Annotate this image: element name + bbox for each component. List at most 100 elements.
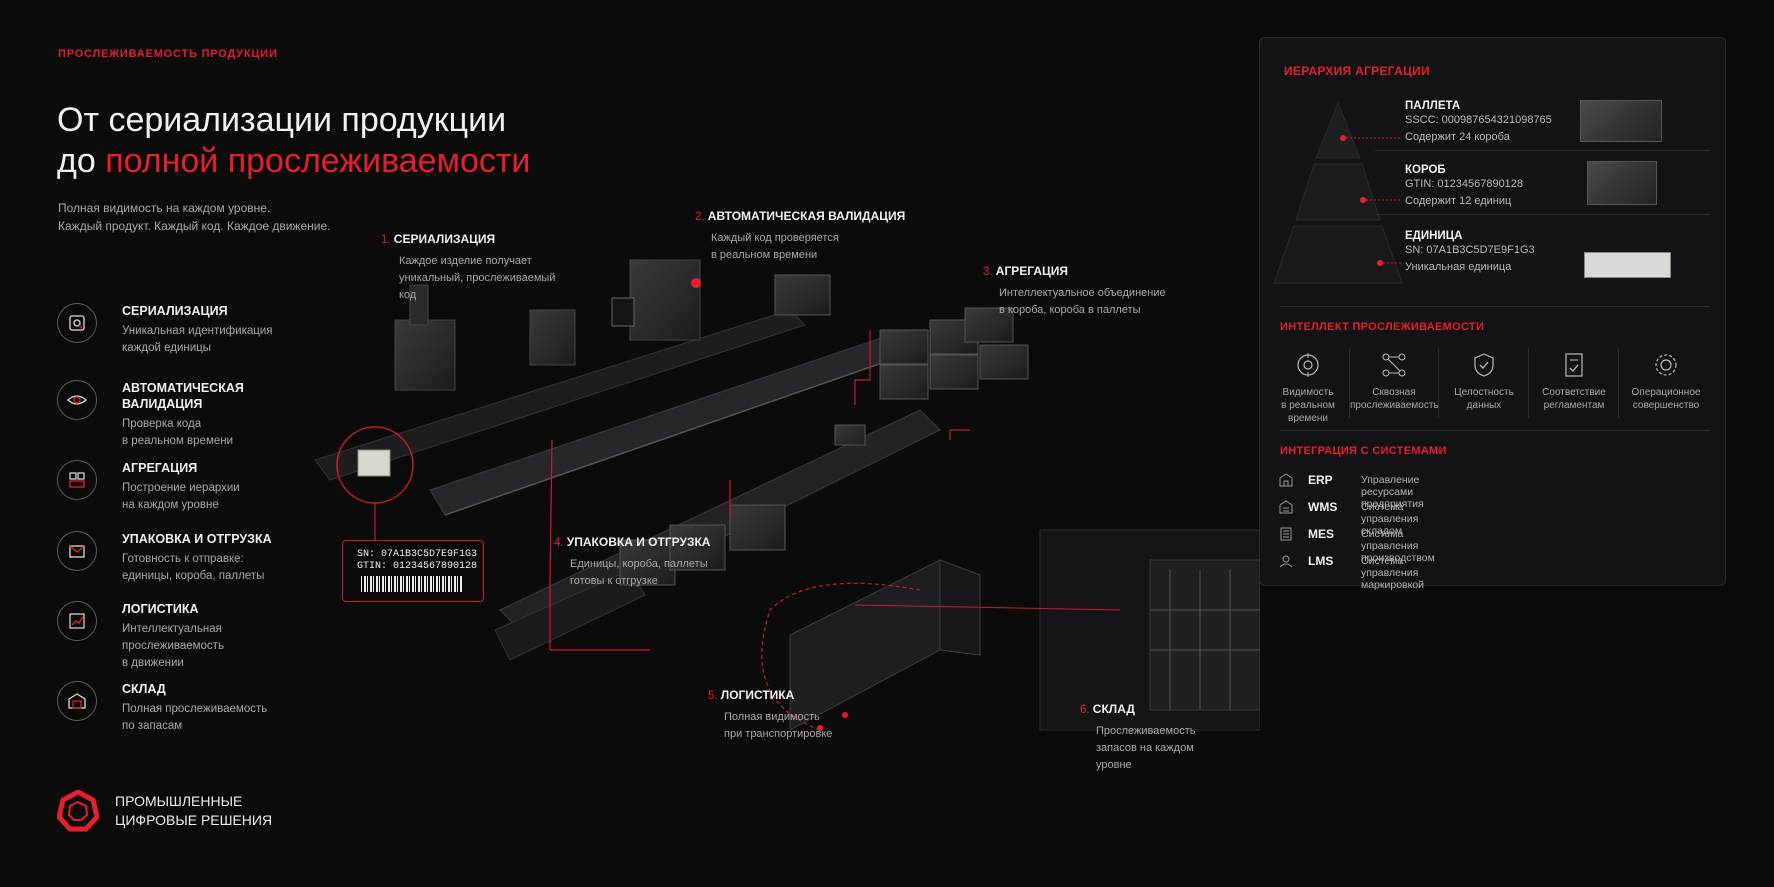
subtitle-line-2: Каждый продукт. Каждый код. Каждое движе… <box>58 219 331 233</box>
step-title: УПАКОВКА И ОТГРУЗКА <box>566 535 711 549</box>
intel-title: ИНТЕЛЛЕКТ ПРОСЛЕЖИВАЕМОСТИ <box>1280 321 1485 333</box>
level-code: SSCC: 000987654321098765 <box>1405 114 1552 126</box>
step-desc-2: готовы к отгрузке <box>570 575 658 587</box>
feature-desc-1: Готовность к отправке: <box>122 553 244 565</box>
level-note: Содержит 24 короба <box>1405 131 1510 143</box>
feature-title: АГРЕГАЦИЯ <box>122 461 198 475</box>
serialization-icon <box>57 303 97 343</box>
step-1: 1. СЕРИАЛИЗАЦИЯ Каждое изделие получает у… <box>381 232 555 304</box>
intel-label-1: Видимость <box>1282 387 1334 398</box>
step-number: 4. <box>554 537 564 549</box>
intel-label-1: Соответствие <box>1542 387 1606 398</box>
intel-label-2: прослеживаемость <box>1350 400 1439 411</box>
page-title: От сериализации продукции до полной прос… <box>57 100 530 182</box>
feature-desc-2: единицы, короба, паллеты <box>122 570 265 582</box>
system-desc: Система управления складом <box>1361 501 1419 537</box>
feature-logistics: ЛОГИСТИКА Интеллектуальная прослеживаемо… <box>57 601 317 681</box>
step-desc-2: уникальный, прослеживаемый <box>399 272 556 284</box>
level-note: Уникальная единица <box>1405 261 1512 273</box>
user-badge-icon <box>1278 553 1294 572</box>
step-number: 6. <box>1080 704 1090 716</box>
warehouse-icon <box>57 681 97 721</box>
title-line-2-accent: полной прослеживаемости <box>105 142 531 180</box>
level-box: КОРОБ GTIN: 01234567890128 Содержит 12 е… <box>1405 164 1523 210</box>
step-title: СКЛАД <box>1092 702 1135 716</box>
step-title: АГРЕГАЦИЯ <box>995 264 1069 278</box>
aggregation-title: ИЕРАРХИЯ АГРЕГАЦИИ <box>1284 64 1430 78</box>
network-nodes-icon <box>1379 350 1409 380</box>
step-number: 1. <box>381 234 391 246</box>
intel-label-3: времени <box>1288 413 1328 424</box>
step-number: 2. <box>695 211 705 223</box>
step-desc-1: Интеллектуальное объединение <box>999 287 1166 299</box>
brand-line-2: ЦИФРОВЫЕ РЕШЕНИЯ <box>115 812 273 828</box>
aggregation-icon <box>57 460 97 500</box>
production-line-illustration <box>314 259 1260 731</box>
level-title: ПАЛЛЕТА <box>1405 100 1461 112</box>
feature-desc-3: в движении <box>122 657 184 669</box>
info-panel: ИЕРАРХИЯ АГРЕГАЦИИ ПАЛЛЕТА SSCC: 0009876… <box>1259 37 1726 591</box>
logistics-chart-icon <box>57 601 97 641</box>
feature-title: ЛОГИСТИКА <box>122 602 199 616</box>
system-code: ERP <box>1308 473 1333 487</box>
brand-name: ПРОМЫШЛЕННЫЕ ЦИФРОВЫЕ РЕШЕНИЯ <box>115 792 272 830</box>
step-4: 4. УПАКОВКА И ОТГРУЗКА Единицы, короба, … <box>554 535 710 590</box>
step-desc-2: при транспортировке <box>724 728 833 740</box>
package-shipping-icon <box>57 531 97 571</box>
hierarchy-pyramid <box>1273 101 1403 284</box>
document-check-icon <box>1559 350 1589 380</box>
step-3: 3. АГРЕГАЦИЯ Интеллектуальное объединени… <box>983 264 1166 319</box>
feature-desc-2: каждой единицы <box>122 342 212 354</box>
step-desc-1: Каждое изделие получает <box>399 255 532 267</box>
tag-gtin: GTIN: 01234567890128 <box>357 561 478 572</box>
title-line-1: От сериализации продукции <box>57 101 507 139</box>
shield-check-icon <box>1469 350 1499 380</box>
subtitle-line-1: Полная видимость на каждом уровне. <box>58 201 271 215</box>
system-desc: Управление ресурсами предприятия <box>1361 474 1424 510</box>
step-number: 3. <box>983 266 993 278</box>
barcode <box>361 576 463 592</box>
feature-warehouse: СКЛАД Полная прослеживаемость по запасам <box>57 681 317 743</box>
conveyor-upper <box>314 309 806 481</box>
step-desc-3: уровне <box>1096 759 1132 771</box>
level-title: ЕДИНИЦА <box>1405 230 1463 242</box>
feature-desc-2: по запасам <box>122 720 183 732</box>
feature-title: СЕРИАЛИЗАЦИЯ <box>122 304 228 318</box>
code-label-tag: SN: 07A1B3C5D7E9F1G3 GTIN: 0123456789012… <box>342 540 484 602</box>
aggregation-boxes <box>774 274 1029 400</box>
feature-serialization: СЕРИАЛИЗАЦИЯ Уникальная идентификация ка… <box>57 303 317 365</box>
intel-label-2: совершенство <box>1632 400 1700 411</box>
intel-excellence: Операционное совершенство <box>1622 350 1710 412</box>
packing-boxes <box>619 424 866 586</box>
feature-desc-2: в реальном времени <box>122 435 234 447</box>
step-desc-3: код <box>399 289 417 301</box>
system-code: WMS <box>1308 500 1338 514</box>
feature-desc-1: Уникальная идентификация <box>122 325 273 337</box>
system-code: LMS <box>1308 554 1334 568</box>
factory-icon <box>1278 526 1294 545</box>
feature-title-1: АВТОМАТИЧЕСКАЯ <box>122 381 244 395</box>
pallet-image <box>1580 100 1662 142</box>
system-code: MES <box>1308 527 1335 541</box>
level-unit: ЕДИНИЦА SN: 07A1B3C5D7E9F1G3 Уникальная … <box>1405 230 1535 276</box>
validation-machine <box>629 259 701 341</box>
intel-label-1: Операционное <box>1631 387 1701 398</box>
feature-title: УПАКОВКА И ОТГРУЗКА <box>122 532 272 546</box>
step-2: 2. АВТОМАТИЧЕСКАЯ ВАЛИДАЦИЯ Каждый код п… <box>695 209 905 264</box>
feature-title: СКЛАД <box>122 682 166 696</box>
system-desc: Система управления производством <box>1361 528 1435 564</box>
step-desc-1: Прослеживаемость <box>1096 725 1196 737</box>
step-desc-1: Каждый код проверяется <box>711 232 839 244</box>
level-code: SN: 07A1B3C5D7E9F1G3 <box>1405 244 1535 256</box>
level-code: GTIN: 01234567890128 <box>1405 178 1524 190</box>
box-image <box>1587 161 1657 205</box>
step-title: СЕРИАЛИЗАЦИЯ <box>393 232 496 246</box>
warehouse-building <box>1039 529 1260 731</box>
eyebrow: ПРОСЛЕЖИВАЕМОСТЬ ПРОДУКЦИИ <box>58 48 278 60</box>
tag-sn: SN: 07A1B3C5D7E9F1G3 <box>357 549 478 560</box>
